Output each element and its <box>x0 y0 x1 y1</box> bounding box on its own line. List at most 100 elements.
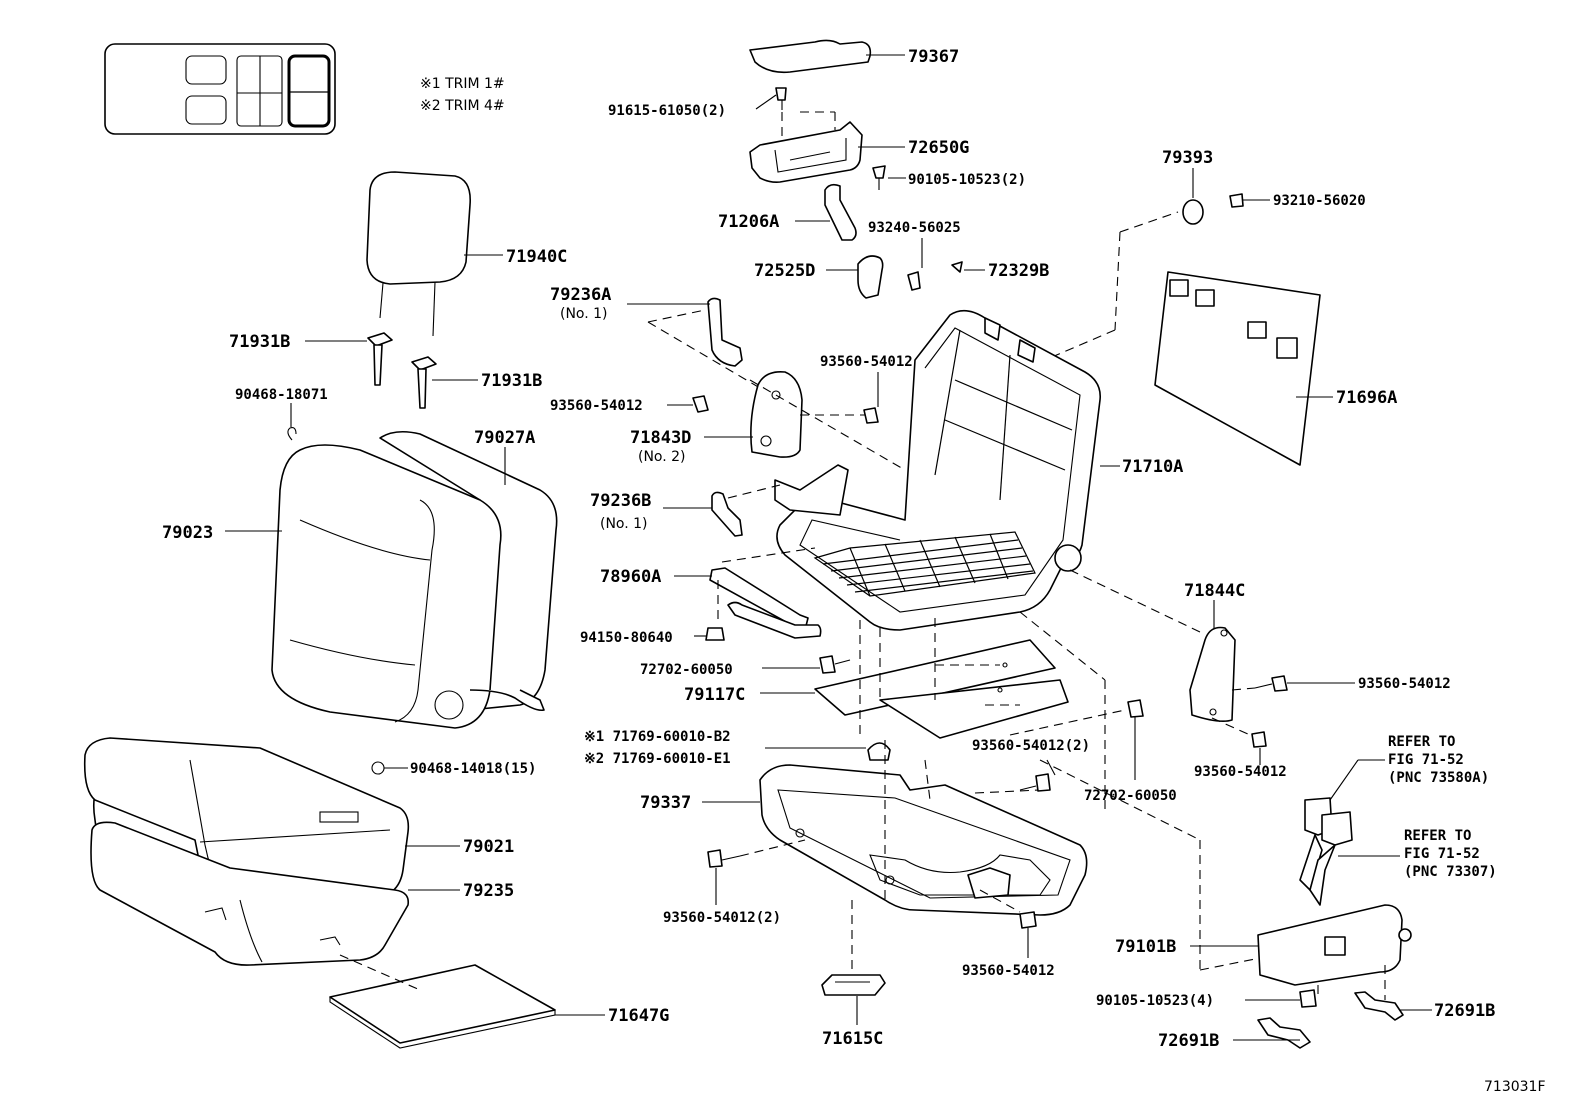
label-71615C: 71615C <box>822 1029 883 1049</box>
anchor-plate-right <box>1354 991 1404 1021</box>
armrest-cover <box>749 39 872 74</box>
label-79367: 79367 <box>908 47 959 67</box>
label-71843D: 71843D <box>630 428 691 448</box>
seatback-cover <box>271 430 558 729</box>
label-93560-54012-b: 93560-54012 <box>550 398 643 414</box>
refer-2-line-3: (PNC 73307) <box>1404 864 1497 880</box>
refer-1-line-3: (PNC 73580A) <box>1388 770 1489 786</box>
belt-bracket <box>1257 904 1412 986</box>
label-93240-56025: 93240-56025 <box>868 220 961 236</box>
label-79236A: 79236A <box>550 285 611 305</box>
label-79117C: 79117C <box>684 685 745 705</box>
bolt-icon <box>872 165 886 179</box>
screw-icon <box>907 271 921 291</box>
bolt-icon <box>1251 731 1267 748</box>
clip-icon <box>951 261 963 273</box>
label-93560-54012-d: 93560-54012(2) <box>972 738 1090 754</box>
label-93210-56020: 93210-56020 <box>1273 193 1366 209</box>
label-79236B: 79236B <box>590 491 651 511</box>
label-71206A: 71206A <box>718 212 779 232</box>
headrest <box>366 171 472 337</box>
label-79393: 79393 <box>1162 148 1213 168</box>
clip-icon <box>867 742 891 761</box>
clip-icon <box>371 761 385 775</box>
trim-note-1: ※1 TRIM 1# <box>420 76 505 92</box>
label-71769-E1: ※2 71769-60010-E1 <box>584 751 731 767</box>
label-72525D: 72525D <box>754 261 815 281</box>
label-78960A: 78960A <box>600 567 661 587</box>
label-71696A: 71696A <box>1336 388 1397 408</box>
label-71940C: 71940C <box>506 247 567 267</box>
release-lever <box>709 567 822 639</box>
refer-1-line-2: FIG 71-52 <box>1388 752 1464 768</box>
label-71769-B2: ※1 71769-60010-B2 <box>584 729 731 745</box>
label-90468-18071: 90468-18071 <box>235 387 328 403</box>
label-93560-54012-c: 93560-54012 <box>1358 676 1451 692</box>
cushion-board <box>329 964 556 1049</box>
label-71843D-no: (No. 2) <box>638 449 686 465</box>
label-79101B: 79101B <box>1115 937 1176 957</box>
label-91615-61050: 91615-61050(2) <box>608 103 726 119</box>
label-72691B-right: 72691B <box>1434 1001 1495 1021</box>
label-71844C: 71844C <box>1184 581 1245 601</box>
label-72702-60050-b: 72702-60050 <box>1084 788 1177 804</box>
refer-1-line-1: REFER TO <box>1388 734 1455 750</box>
bolt-icon <box>1299 989 1317 1008</box>
seat-locator-inset <box>104 43 336 135</box>
bolt-icon <box>1271 675 1288 692</box>
knob <box>857 255 884 299</box>
bolt-icon <box>707 849 723 868</box>
cushion-pad <box>90 821 410 966</box>
label-71931B-right: 71931B <box>481 371 542 391</box>
label-90468-14018: 90468-14018(15) <box>410 761 536 777</box>
bolt-icon <box>692 395 709 413</box>
bolt-icon <box>819 655 836 674</box>
label-94150-80640: 94150-80640 <box>580 630 673 646</box>
label-72702-60050-a: 72702-60050 <box>640 662 733 678</box>
hinge-cover-lower <box>750 370 803 458</box>
label-79337: 79337 <box>640 793 691 813</box>
label-79236B-no: (No. 1) <box>600 516 648 532</box>
lower-frame <box>759 764 1088 916</box>
hinge-cover-side <box>711 491 743 537</box>
figure-number: 713031F <box>1484 1079 1546 1095</box>
label-71647G: 71647G <box>608 1006 669 1026</box>
label-90105-10523-a: 90105-10523(2) <box>908 172 1026 188</box>
label-90105-10523-b: 90105-10523(4) <box>1096 993 1214 1009</box>
label-93560-54012-e: 93560-54012 <box>1194 764 1287 780</box>
refer-2-line-2: FIG 71-52 <box>1404 846 1480 862</box>
label-79027A: 79027A <box>474 428 535 448</box>
label-71710A: 71710A <box>1122 457 1183 477</box>
seatback-board <box>1154 271 1321 466</box>
side-cover <box>1189 626 1236 722</box>
headrest-guide-left <box>367 332 393 386</box>
anchor-plate-left <box>1257 1017 1311 1049</box>
bolt-icon <box>1127 699 1144 718</box>
bolt-icon <box>863 407 879 424</box>
bracket-plate <box>821 974 886 996</box>
refer-2-line-1: REFER TO <box>1404 828 1471 844</box>
bolt-icon <box>1229 193 1244 208</box>
label-79023: 79023 <box>162 523 213 543</box>
label-93560-54012-a: 93560-54012 <box>820 354 913 370</box>
seat-mat <box>814 639 1069 739</box>
armrest-bracket <box>749 121 863 183</box>
label-72650G: 72650G <box>908 138 969 158</box>
bumper <box>1182 199 1204 225</box>
label-79235: 79235 <box>463 881 514 901</box>
trim-note-2: ※2 TRIM 4# <box>420 98 505 114</box>
label-72691B-left: 72691B <box>1158 1031 1219 1051</box>
hinge-cover-upper <box>707 297 743 367</box>
label-72329B: 72329B <box>988 261 1049 281</box>
bolt-icon <box>1035 773 1051 792</box>
label-93560-54012-f: 93560-54012(2) <box>663 910 781 926</box>
bolt-icon <box>1019 911 1037 929</box>
screw-icon <box>775 87 787 101</box>
seat-frame <box>774 309 1102 631</box>
nut-icon <box>705 627 725 641</box>
label-79021: 79021 <box>463 837 514 857</box>
label-71931B-left: 71931B <box>229 332 290 352</box>
headrest-guide-right <box>411 356 437 409</box>
armrest-hinge <box>824 183 857 241</box>
